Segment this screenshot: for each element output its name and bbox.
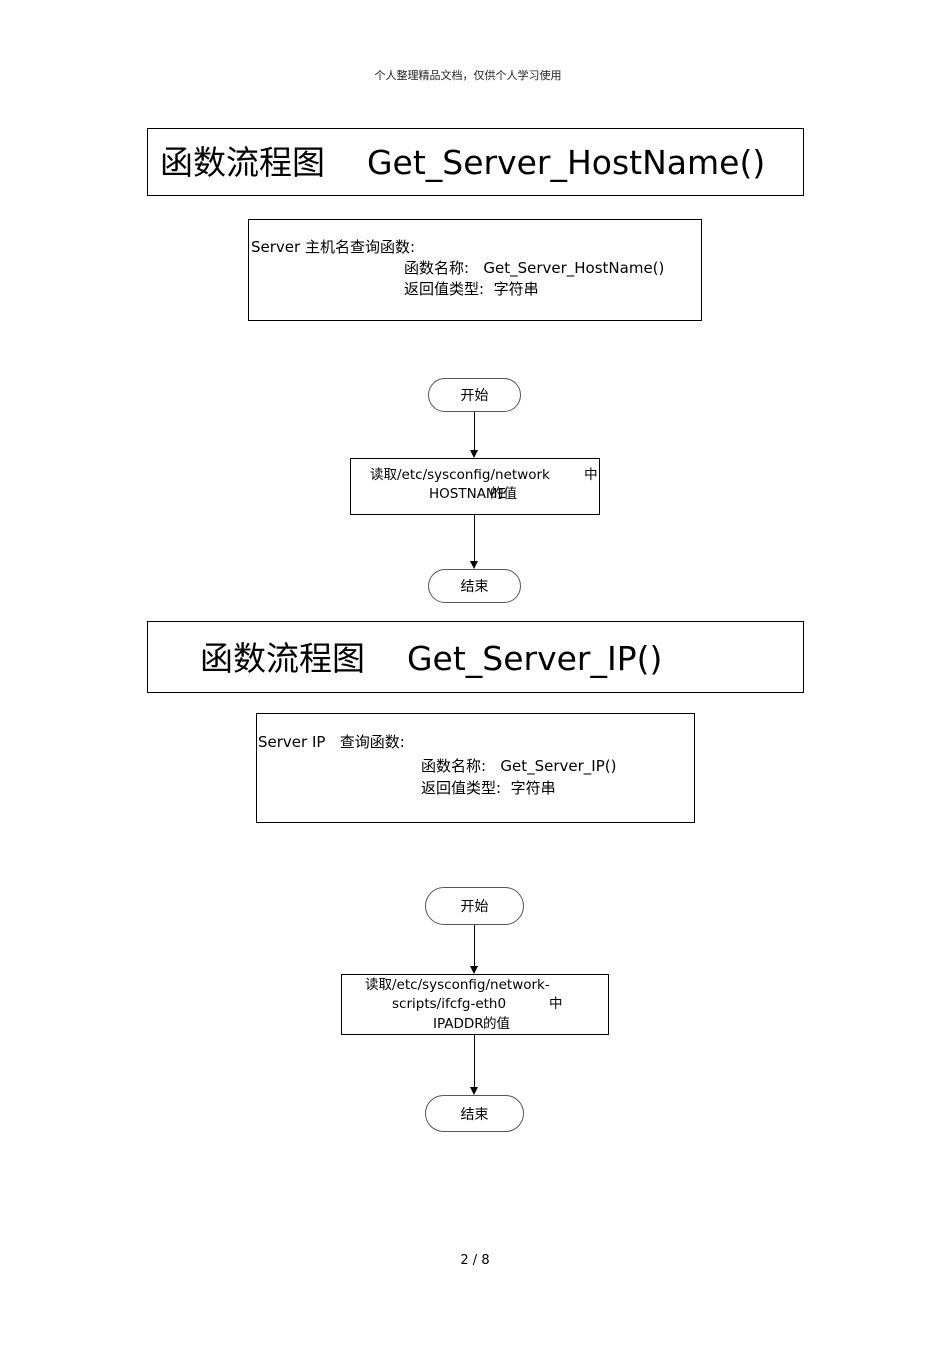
section-1-end-terminal: 结束: [428, 569, 521, 603]
section-1-start-terminal: 开始: [428, 378, 521, 412]
section-2-arrow-2-head: [470, 1087, 478, 1095]
section-2-process-box: 读取/etc/sysconfig/network- scripts/ifcfg-…: [341, 974, 609, 1035]
section-2-info-line-3: 返回值类型: 字符串: [421, 779, 556, 797]
section-2-process-line-1: 读取/etc/sysconfig/network-: [365, 977, 550, 993]
section-1-process-overlap: 的值: [490, 486, 517, 502]
section-2-end-terminal: 结束: [425, 1095, 524, 1132]
section-2-process-overlap: 的值: [483, 1016, 510, 1032]
page-number: 2 / 8: [460, 1253, 490, 1268]
section-2-title: 函数流程图 Get_Server_IP(): [200, 639, 663, 678]
section-2-start-terminal: 开始: [425, 887, 524, 925]
section-1-arrow-2-head: [470, 561, 478, 569]
section-1-title: 函数流程图 Get_Server_HostName(): [160, 143, 766, 182]
section-2-info-line-2: 函数名称: Get_Server_IP(): [421, 757, 617, 775]
section-1-start-label: 开始: [460, 388, 489, 404]
section-1-process-line-1: 读取/etc/sysconfig/network 中: [370, 467, 598, 483]
section-1-arrow-1: [474, 412, 475, 450]
section-2-info-line-1: Server IP 查询函数:: [258, 733, 405, 751]
section-1-process-line-2: HOSTNAME: [429, 486, 507, 502]
section-2-start-label: 开始: [460, 899, 489, 915]
section-2-process-line-2: scripts/ifcfg-eth0 中: [392, 996, 563, 1012]
section-1-info-line-3: 返回值类型: 字符串: [404, 280, 539, 298]
section-1-process-box: 读取/etc/sysconfig/network 中 HOSTNAME 的值: [350, 458, 600, 515]
section-1-end-label: 结束: [460, 579, 489, 595]
section-2-info-box: Server IP 查询函数: 函数名称: Get_Server_IP() 返回…: [256, 713, 695, 823]
section-2-arrow-1-head: [470, 966, 478, 974]
section-2-title-box: 函数流程图 Get_Server_IP(): [147, 621, 804, 693]
section-1-arrow-1-head: [470, 450, 478, 458]
section-1-info-line-1: Server 主机名查询函数:: [251, 238, 416, 256]
section-2-process-line-3: IPADDR: [433, 1016, 484, 1032]
section-1-info-line-2: 函数名称: Get_Server_HostName(): [404, 259, 665, 277]
section-1-info-box: Server 主机名查询函数: 函数名称: Get_Server_HostNam…: [248, 219, 702, 321]
section-1-title-box: 函数流程图 Get_Server_HostName(): [147, 128, 804, 196]
section-2-end-label: 结束: [460, 1106, 489, 1123]
section-2-arrow-2: [474, 1035, 475, 1087]
section-1-arrow-2: [474, 515, 475, 561]
header-note: 个人整理精品文档，仅供个人学习使用: [374, 69, 562, 82]
section-2-arrow-1: [474, 925, 475, 966]
